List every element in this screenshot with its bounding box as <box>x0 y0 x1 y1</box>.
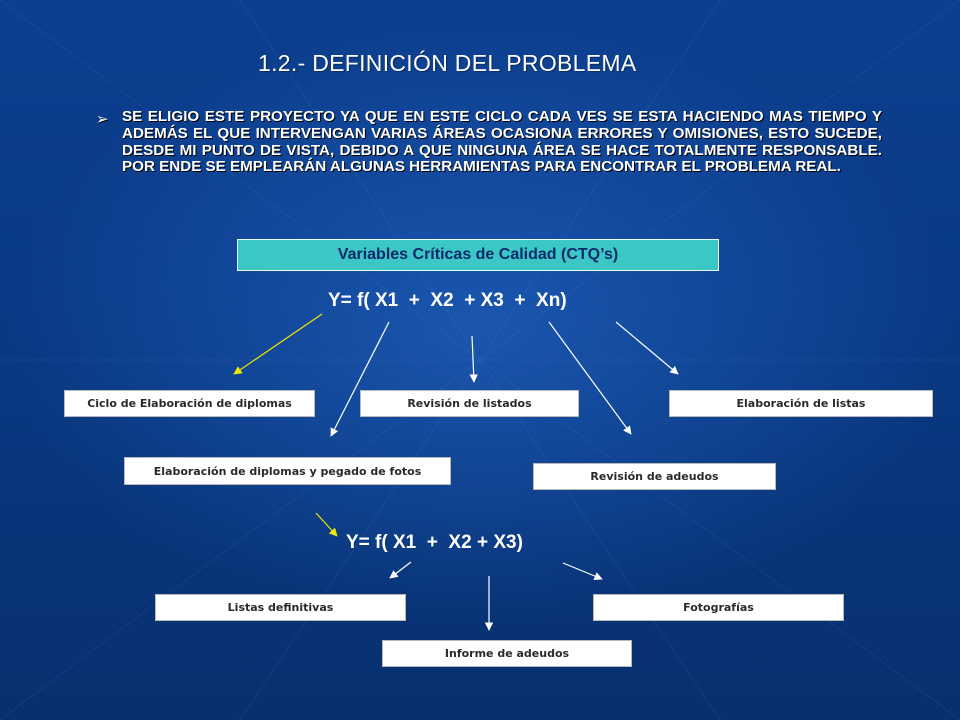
ctq-header-box: Variables Críticas de Calidad (CTQ’s) <box>237 239 719 271</box>
arrow-x2-to-revision-listados <box>469 335 478 383</box>
arrow-x1-to-elaboracion-diplomas <box>330 321 390 437</box>
box-revision-listados: Revisión de listados <box>360 390 579 417</box>
arrow-x1-to-ciclo <box>233 313 323 375</box>
box-revision-adeudos: Revisión de adeudos <box>533 463 776 490</box>
bullet-text: SE ELIGIO ESTE PROYECTO YA QUE EN ESTE C… <box>122 108 882 176</box>
bullet-arrow-icon: ➢ <box>96 111 109 128</box>
box-informe-adeudos: Informe de adeudos <box>382 640 632 667</box>
box-listas-definitivas: Listas definitivas <box>155 594 406 621</box>
box-fotografias: Fotografías <box>593 594 844 621</box>
box-ciclo-elaboracion-diplomas: Ciclo de Elaboración de diplomas <box>64 390 315 417</box>
arrow-xn-to-elaboracion-listas <box>615 321 679 375</box>
box-elaboracion-diplomas-fotos: Elaboración de diplomas y pegado de foto… <box>124 457 451 485</box>
formula-main: Y= f( X1 + X2 + X3 + Xn) <box>328 290 567 311</box>
slide-title: 1.2.- DEFINICIÓN DEL PROBLEMA <box>258 50 637 76</box>
arrow-highlight-to-formula-2 <box>315 512 338 537</box>
bullet-paragraph: ➢ SE ELIGIO ESTE PROYECTO YA QUE EN ESTE… <box>96 108 882 176</box>
arrow-x3-to-revision-adeudos <box>548 321 632 435</box>
formula-secondary: Y= f( X1 + X2 + X3) <box>346 532 523 553</box>
box-elaboracion-listas: Elaboración de listas <box>669 390 933 417</box>
arrow-f2-to-listas-definitivas <box>389 561 412 579</box>
arrow-f2-to-fotografias <box>562 562 603 581</box>
